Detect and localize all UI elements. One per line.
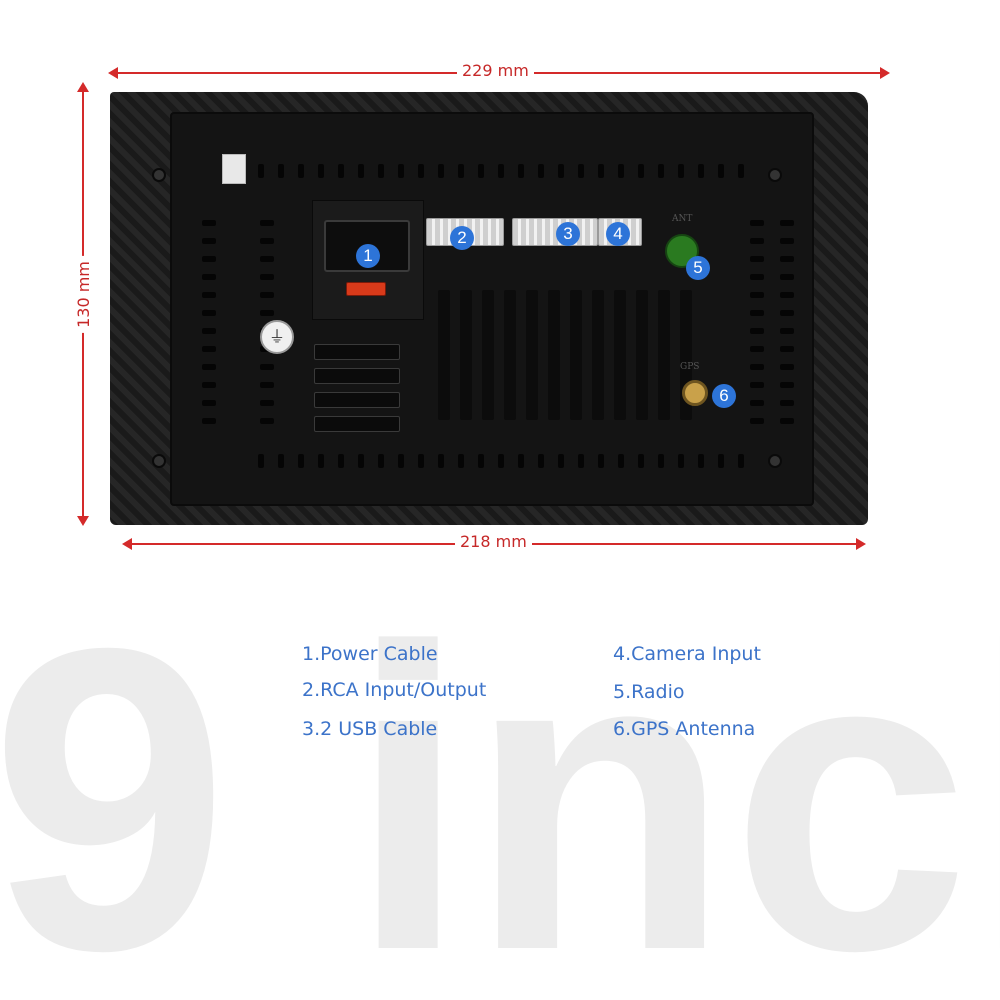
marker-4: 4 [606,222,630,246]
marker-2: 2 [450,226,474,250]
heatsink-fin [526,290,538,420]
heatsink-fin [592,290,604,420]
ground-icon: ⏚ [260,320,294,354]
top-vent-row [258,164,744,178]
screw-top-left [152,168,166,182]
left-vent-column [202,220,216,424]
heatsink-fin [614,290,626,420]
heatsink-fin [460,290,472,420]
heatsink-fin [482,290,494,420]
bottom-vent-row [258,454,744,468]
screw-bottom-left [152,454,166,468]
legend-item-2: 2.RCA Input/Output [302,679,487,701]
fuse [346,282,386,296]
legend-item-6: 6.GPS Antenna [613,718,756,740]
heatsink-slot [314,416,400,432]
head-unit-back-panel: ⏚ ANT GPS 1 2 3 4 5 6 [110,92,868,525]
top-width-label: 229 mm [457,61,534,80]
heatsink-fin [570,290,582,420]
marker-3: 3 [556,222,580,246]
legend-item-3: 3.2 USB Cable [302,718,438,740]
marker-6: 6 [712,384,736,408]
legend-item-1: 1.Power Cable [302,643,438,665]
sticker-label [222,154,246,184]
heatsink-fin [658,290,670,420]
height-label: 130 mm [73,256,93,333]
heatsink-slot [314,392,400,408]
heatsink-fin [548,290,560,420]
legend-item-5: 5.Radio [613,681,685,703]
legend-item-4: 4.Camera Input [613,643,761,665]
heatsink-fin [636,290,648,420]
heatsink-fin [438,290,450,420]
gps-antenna-port [682,380,708,406]
bottom-width-label: 218 mm [455,532,532,551]
usb-connector [512,218,598,246]
marker-5: 5 [686,256,710,280]
screw-bottom-right [768,454,782,468]
heatsink-slot [314,344,400,360]
right-vent-column-2 [780,220,794,424]
heatsink-fin [504,290,516,420]
right-vent-column [750,220,764,424]
watermark-text: 9 inch [0,600,1000,1000]
heatsink-slot [314,368,400,384]
screw-top-right [768,168,782,182]
ant-label: ANT [672,214,693,224]
gps-label: GPS [680,362,700,372]
marker-1: 1 [356,244,380,268]
